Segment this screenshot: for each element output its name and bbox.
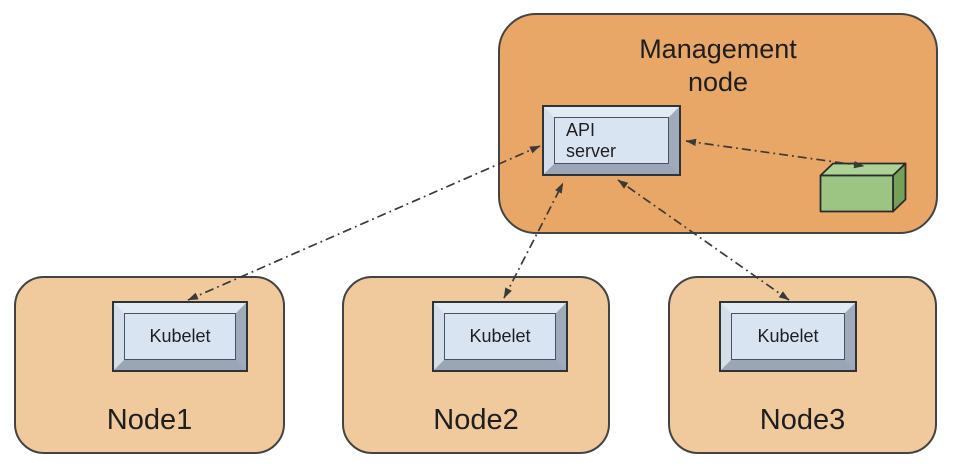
management-node-group: Management node API server CA [498, 13, 938, 234]
node2-group: Kubelet Node2 [342, 276, 610, 454]
kubelet-node1-box: Kubelet [112, 301, 248, 372]
kubelet-node3-label: Kubelet [757, 326, 819, 346]
kubelet-node3-box-face: Kubelet [731, 313, 845, 360]
api-server-label: API server [566, 119, 617, 161]
ca-label: CA [843, 183, 869, 204]
node2-label: Node2 [433, 404, 519, 436]
kubelet-node3-box-bevel: Kubelet [721, 303, 855, 370]
kubelet-node1-box-bevel: Kubelet [114, 303, 246, 370]
kubelet-node2-box-bevel: Kubelet [434, 303, 566, 370]
kubelet-node1-box-face: Kubelet [124, 313, 236, 360]
api-server-box-bevel: API server [544, 107, 679, 174]
kubelet-node2-label: Kubelet [469, 326, 531, 346]
node3-label: Node3 [759, 404, 846, 436]
kubelet-node3-box: Kubelet [719, 301, 857, 372]
node1-label: Node1 [106, 404, 193, 436]
kubelet-node1-label: Kubelet [149, 326, 211, 346]
api-server-box-face: API server [554, 117, 669, 164]
kubelet-node2-box: Kubelet [432, 301, 568, 372]
kubelet-node2-box-face: Kubelet [444, 313, 556, 360]
management-node-label: Management node [639, 34, 797, 97]
api-server-box: API server [542, 105, 681, 176]
node3-group: Kubelet Node3 [668, 276, 937, 454]
node1-group: Kubelet Node1 [14, 276, 285, 454]
